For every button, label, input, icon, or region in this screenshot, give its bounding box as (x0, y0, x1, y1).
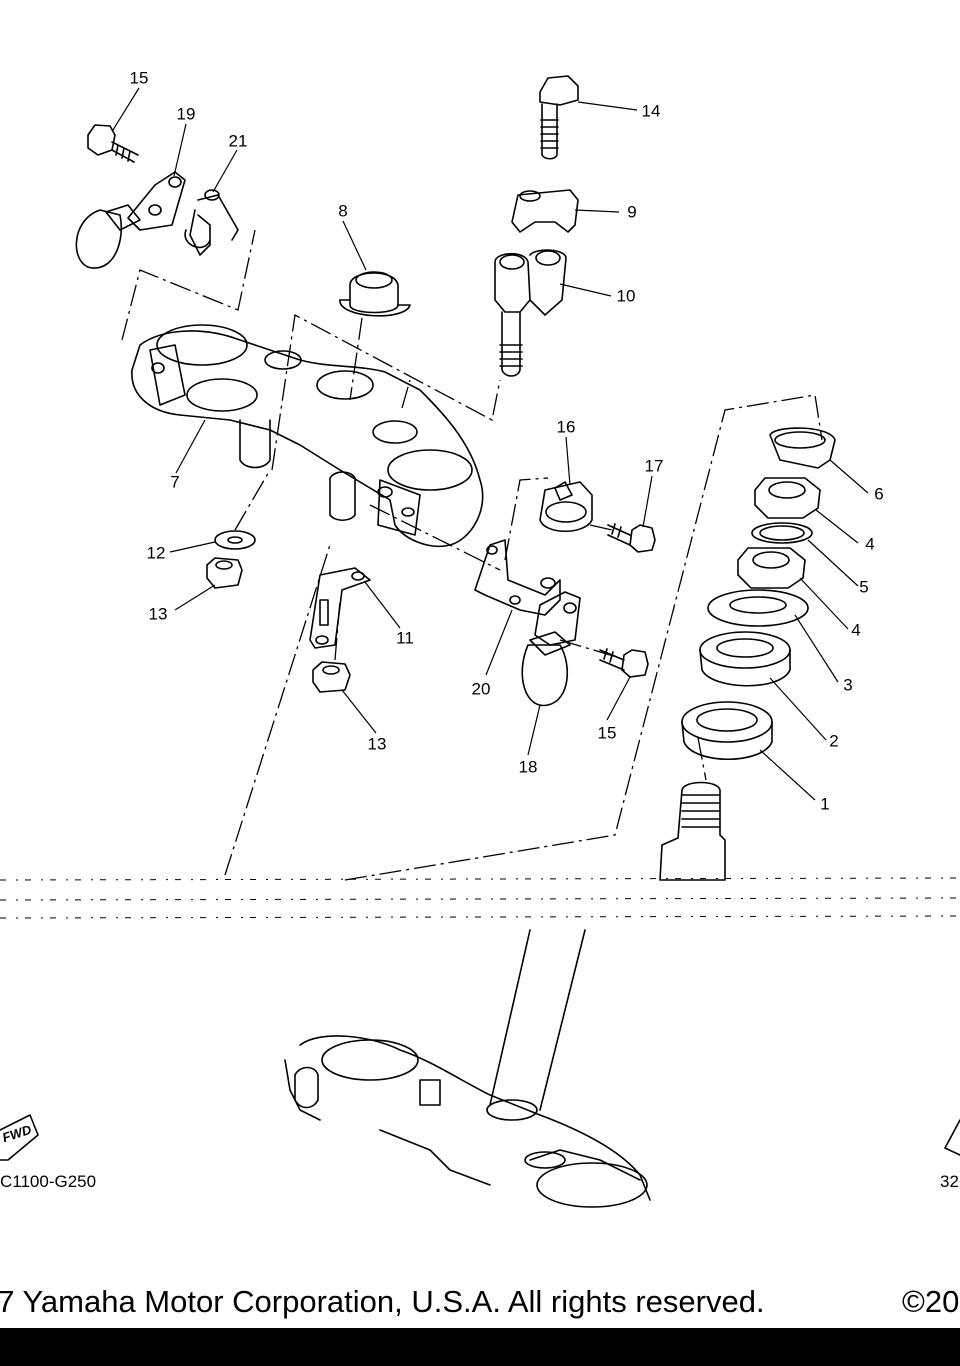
callout-19: 19 (176, 104, 196, 124)
handlebar-holder-upper (511, 189, 579, 233)
nut-13-bottom (312, 661, 351, 693)
cable-holder-18 (521, 591, 581, 707)
orientation-marker-icon (944, 1119, 960, 1156)
callout-21: 21 (228, 131, 248, 151)
callout-14: 14 (641, 101, 661, 121)
callout-2: 2 (829, 731, 839, 751)
holder-16 (539, 481, 593, 532)
callout-20: 20 (471, 679, 491, 699)
callout-15-bottom: 15 (597, 723, 617, 743)
ring-nut-4-upper (754, 477, 821, 519)
callout-10: 10 (616, 286, 636, 306)
callout-6: 6 (874, 484, 884, 504)
callout-17: 17 (644, 456, 664, 476)
callout-18: 18 (518, 757, 538, 777)
callout-16: 16 (556, 417, 576, 437)
plate-20 (474, 539, 561, 616)
callout-9: 9 (627, 202, 637, 222)
callout-1: 1 (820, 794, 830, 814)
callout-3: 3 (843, 675, 853, 695)
callout-5: 5 (859, 577, 869, 597)
ring-nut-4-lower (737, 547, 806, 589)
fwd-arrow-icon (0, 1114, 39, 1161)
callout-7: 7 (170, 472, 180, 492)
callout-12: 12 (146, 543, 166, 563)
bolt-15-top (87, 124, 139, 163)
bolt-17 (607, 523, 656, 553)
drawing-code-right: 32 (940, 1172, 959, 1191)
handlebar-holder-lower (494, 249, 567, 377)
clamp-21 (184, 189, 239, 256)
copyright-year: ©20 (902, 1284, 960, 1319)
upper-bracket (131, 324, 484, 548)
cable-holder-19 (75, 171, 186, 269)
bearing-2 (699, 631, 791, 687)
lower-bracket (284, 929, 651, 1208)
drawing-code-left: C1100-G250 (0, 1172, 97, 1191)
callout-13-bottom: 13 (367, 734, 387, 754)
callout-13-left: 13 (148, 604, 168, 624)
torn-band (0, 877, 960, 919)
nut-13-left (206, 557, 243, 589)
callout-4-upper: 4 (865, 534, 875, 554)
lock-washer-5 (751, 522, 813, 544)
nut-8 (339, 271, 411, 317)
callout-8: 8 (338, 201, 348, 221)
callout-15-top: 15 (129, 68, 149, 88)
bolt-14 (539, 75, 579, 160)
bottom-bar (0, 1328, 960, 1366)
callout-4-lower: 4 (851, 620, 861, 640)
callout-11: 11 (396, 628, 414, 648)
bolt-15-bottom (599, 648, 649, 678)
washer-6 (769, 427, 836, 469)
steering-stem-top (659, 781, 726, 881)
bearing-1 (681, 701, 773, 760)
cover-3 (707, 589, 809, 627)
copyright-text: 17 Yamaha Motor Corporation, U.S.A. All … (0, 1284, 765, 1319)
washer-12 (214, 530, 256, 550)
